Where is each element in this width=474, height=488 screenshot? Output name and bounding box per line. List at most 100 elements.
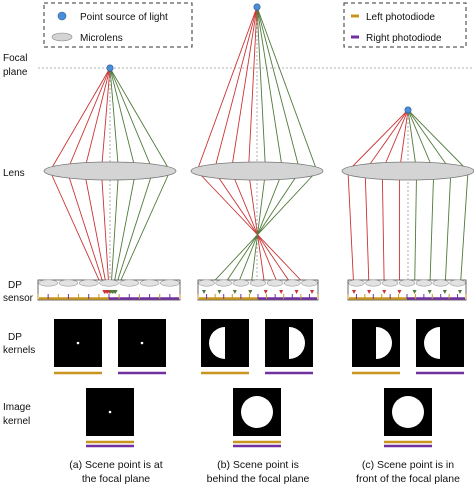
ray-upper	[109, 67, 171, 172]
legend-left: Point source of light Microlens	[43, 2, 193, 48]
ray-upper	[256, 6, 301, 172]
microlens	[249, 279, 267, 287]
microlens	[215, 279, 233, 287]
legend-right-photodiode-label: Right photodiode	[366, 33, 442, 44]
ray-lower	[347, 170, 355, 293]
panel-c	[341, 106, 474, 448]
microlens	[365, 279, 382, 287]
microlens	[348, 279, 365, 287]
ray-upper	[100, 67, 111, 172]
label-kernels: kernels	[3, 345, 35, 356]
ray-arrowhead	[232, 290, 237, 294]
lens	[43, 161, 177, 181]
image-kernel	[86, 388, 134, 448]
label-kernel: kernel	[3, 416, 30, 427]
ray-upper	[83, 67, 111, 172]
dp-kernel-right	[118, 319, 166, 375]
caption-a-line2: the focal plane	[82, 473, 150, 485]
microlens	[266, 279, 284, 287]
dp-kernel-right	[416, 319, 464, 375]
point-source	[253, 3, 261, 11]
kernel-half-disc	[424, 327, 440, 359]
microlens	[283, 279, 301, 287]
legend-right-box	[343, 2, 467, 48]
legend-point-source-label: Point source of light	[80, 12, 168, 23]
microlens	[198, 279, 215, 287]
microlens	[449, 279, 466, 287]
ray-arrowhead	[397, 290, 402, 294]
kernel-half-disc	[289, 327, 305, 359]
microlens	[119, 279, 140, 287]
caption-b-line1: (b) Scene point is	[217, 459, 299, 471]
label-image: Image	[3, 402, 31, 413]
ray-upper	[247, 6, 258, 172]
ray-upper	[196, 6, 258, 172]
ray-lower	[113, 170, 154, 293]
point-source	[106, 64, 114, 72]
dp-kernel-left	[352, 319, 400, 375]
label-sensor: sensor	[3, 293, 34, 304]
microlens	[38, 279, 59, 287]
kernel-disc	[392, 396, 424, 428]
ray-lower	[381, 170, 385, 293]
ray-upper	[407, 109, 418, 172]
label-plane: plane	[3, 67, 28, 78]
legend-left-photodiode-label: Left photodiode	[366, 12, 435, 23]
ray-arrowhead	[279, 290, 284, 294]
ray-arrowhead	[113, 290, 118, 294]
legend-right: Left photodiode Right photodiode	[343, 2, 467, 48]
ray-upper	[256, 6, 318, 172]
ray-arrowhead	[382, 290, 387, 294]
ray-upper	[49, 67, 111, 172]
ray-upper	[230, 6, 258, 172]
dp-kernel-left	[201, 319, 249, 375]
ray-lower	[66, 170, 107, 293]
panel-a	[37, 64, 181, 448]
ray-lower	[111, 170, 137, 293]
ray-upper	[109, 67, 137, 172]
ray-arrowhead	[248, 290, 253, 294]
ray-upper	[381, 109, 409, 172]
ray-lower	[234, 170, 284, 293]
label-dp: DP	[8, 280, 22, 291]
panel-b	[190, 3, 324, 448]
ray-lower	[414, 170, 418, 293]
ray-lower	[203, 170, 318, 293]
ray-lower	[230, 170, 282, 293]
label-dp2: DP	[8, 332, 22, 343]
microlens	[415, 279, 433, 287]
dp-kernel-right	[265, 319, 313, 375]
point-source	[404, 106, 412, 114]
label-focal: Focal	[3, 53, 27, 64]
ray-upper	[109, 67, 154, 172]
ray-arrowhead	[458, 290, 462, 294]
ray-lower	[83, 170, 109, 293]
ray-arrowhead	[310, 290, 314, 294]
dp-kernel-left	[54, 319, 102, 375]
ray-upper	[213, 6, 258, 172]
microlens	[381, 279, 399, 287]
ray-lower	[219, 170, 301, 293]
ray-arrowhead	[442, 290, 447, 294]
microlens-icon	[51, 32, 73, 42]
image-kernel	[233, 388, 281, 448]
ray-lower	[429, 170, 435, 293]
lens	[341, 161, 474, 181]
kernel-dot	[108, 410, 112, 414]
ray-lower	[100, 170, 110, 293]
panels	[37, 3, 474, 448]
point-source-icon	[57, 11, 67, 21]
ray-arrowhead	[427, 290, 432, 294]
microlens	[139, 279, 160, 287]
ray-arrowhead	[263, 290, 268, 294]
kernel-dot	[140, 341, 144, 345]
ray-upper	[407, 109, 452, 172]
image-kernel	[384, 388, 432, 448]
ray-lower	[459, 170, 469, 293]
microlens	[301, 279, 318, 287]
ray-lower	[444, 170, 452, 293]
ray-arrowhead	[217, 290, 222, 294]
ray-upper	[256, 6, 267, 172]
ray-upper	[66, 67, 111, 172]
ray-lower	[49, 170, 105, 293]
